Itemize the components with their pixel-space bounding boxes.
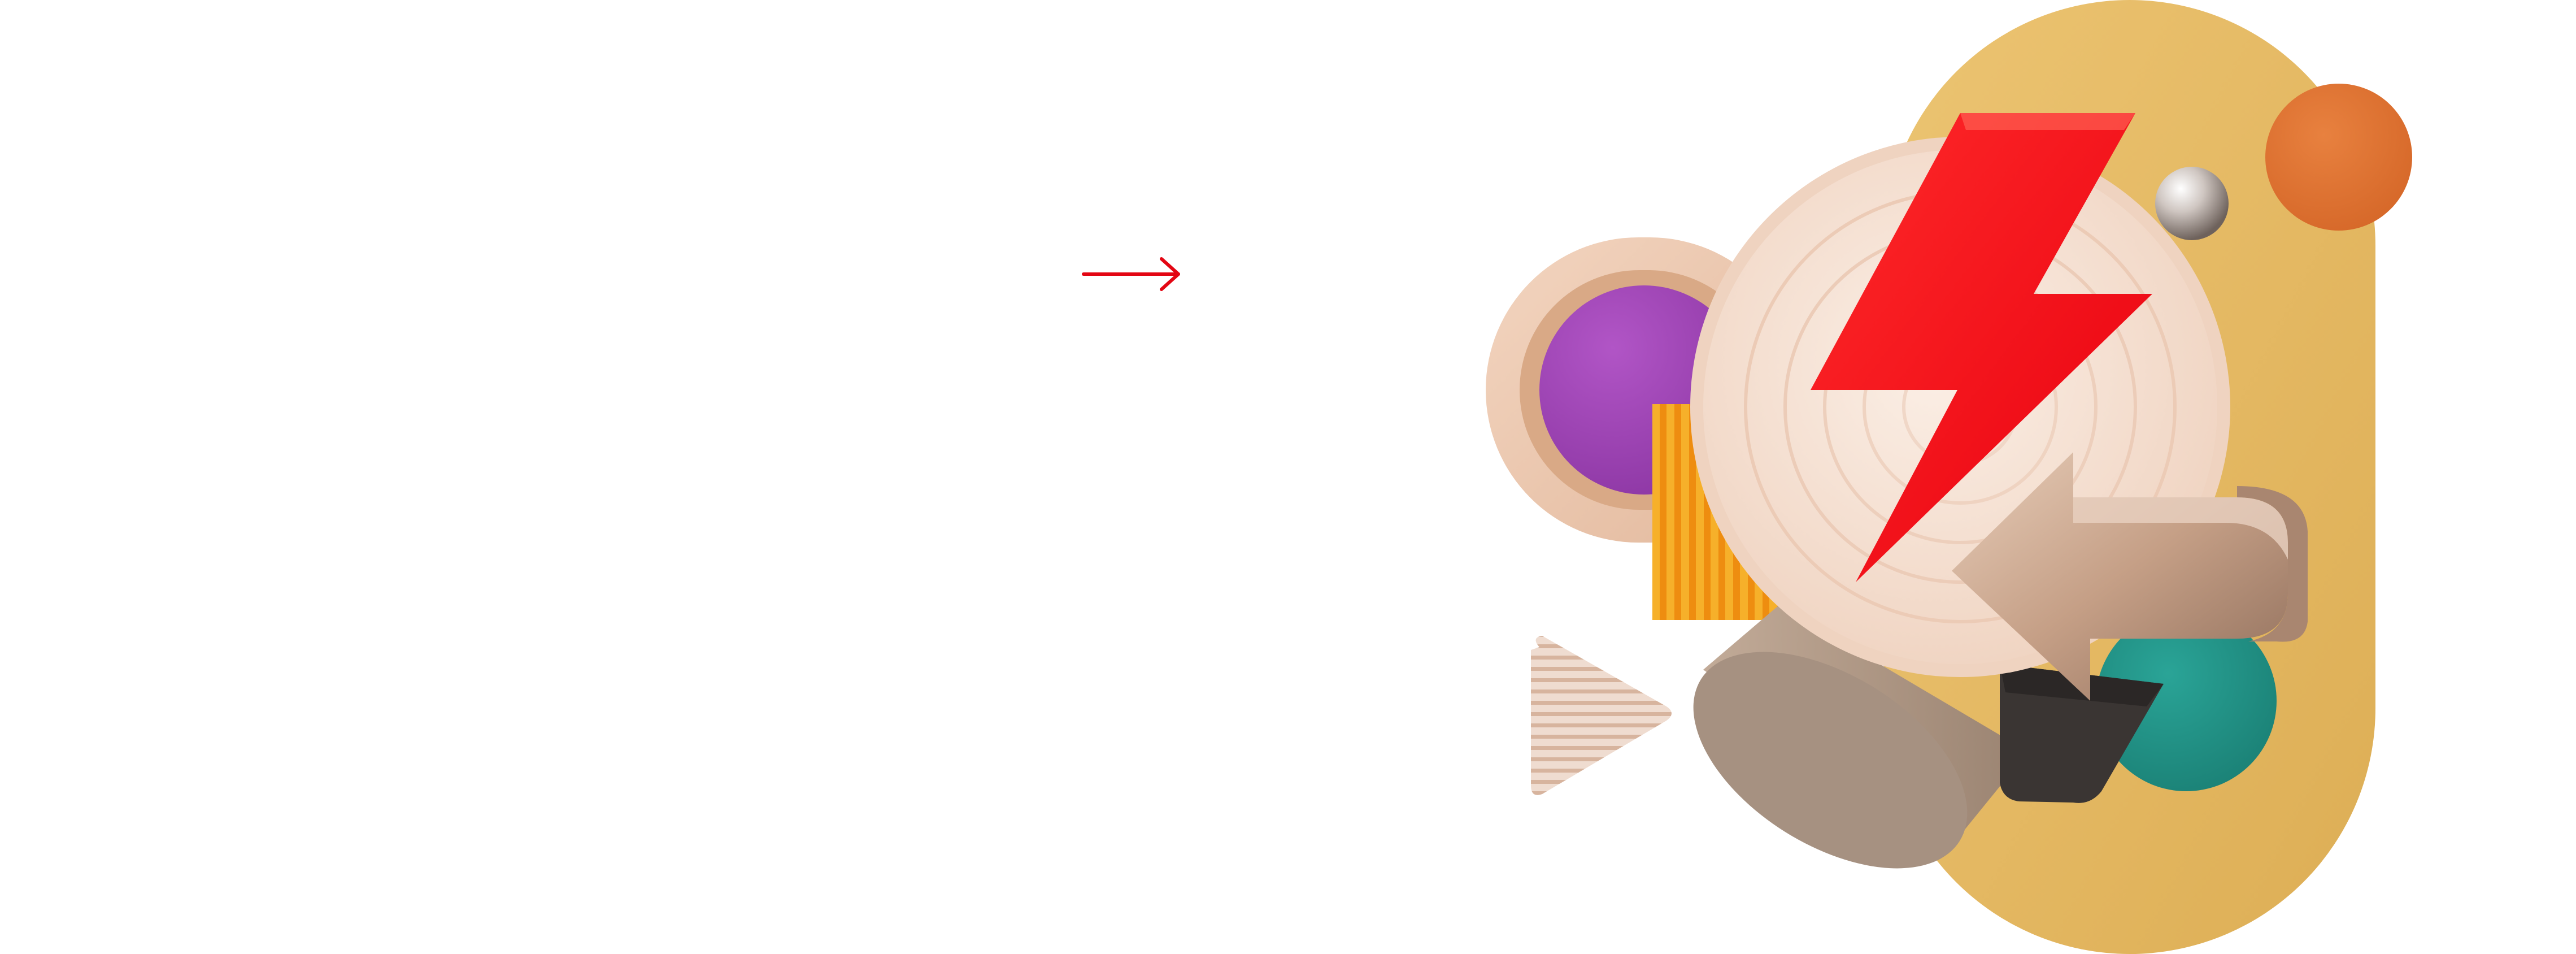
chrome-sphere bbox=[2155, 167, 2229, 240]
arrow-right-icon bbox=[1082, 257, 1180, 291]
teal-disc bbox=[2096, 610, 2277, 791]
play-triangle-icon bbox=[1531, 636, 1672, 795]
lightning-bolt-icon bbox=[1811, 113, 2152, 582]
orange-dot bbox=[2265, 84, 2412, 231]
abstract-3d-illustration bbox=[1486, 0, 2412, 954]
cylinder-top bbox=[1693, 652, 1968, 869]
arrow-right-link[interactable] bbox=[1079, 249, 1186, 300]
